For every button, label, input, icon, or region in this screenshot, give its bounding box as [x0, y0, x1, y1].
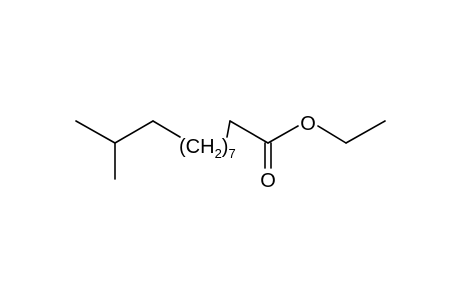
- bond-branch: [114, 120, 154, 144]
- bond-ethyl: [345, 120, 386, 144]
- bond-to-chain: [152, 120, 181, 138]
- bond-ester-oxygen-ch2: [317, 125, 347, 144]
- bond-chain-out: [226, 120, 231, 138]
- chain-group-label: (CH2)7: [179, 136, 236, 161]
- carbonyl-oxygen-label: O: [260, 170, 276, 192]
- bond-alpha: [229, 120, 269, 144]
- bond-to-ester-oxygen: [267, 125, 299, 144]
- ester-oxygen-label: O: [300, 113, 316, 135]
- bond-methyl-a: [75, 120, 116, 144]
